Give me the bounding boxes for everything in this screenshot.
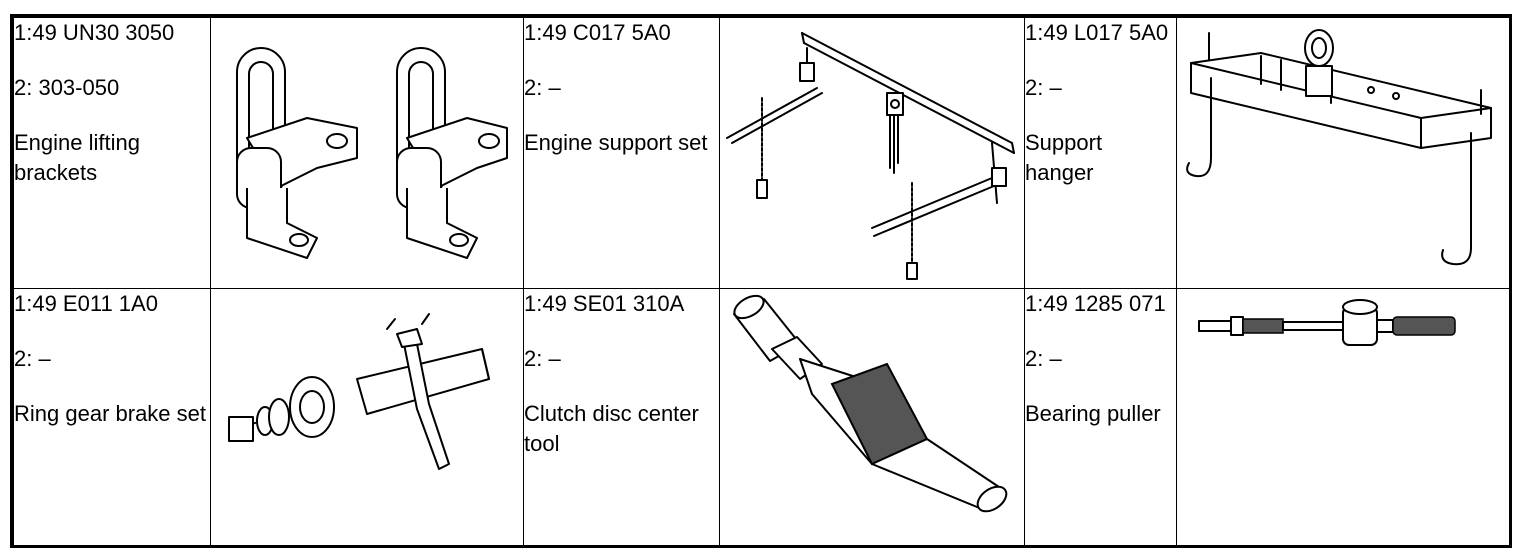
alt-part-number: 2: – — [524, 346, 561, 371]
tool-description: Engine support set — [524, 130, 708, 155]
tool-info-engine-support-set: 1:49 C017 5A0 2: – Engine support set — [523, 17, 720, 289]
tool-info-clutch-disc-center-tool: 1:49 SE01 310A 2: – Clutch disc center t… — [523, 288, 720, 546]
tool-description: Clutch disc center tool — [524, 401, 705, 456]
part-number: 1:49 SE01 310A — [524, 291, 685, 316]
tool-info-support-hanger: 1:49 L017 5A0 2: – Support hanger — [1024, 17, 1177, 289]
tool-illustration-cell — [210, 288, 524, 546]
part-number: 1:49 1285 071 — [1025, 291, 1166, 316]
tool-info-engine-lifting-brackets: 1:49 UN30 3050 2: 303-050 Engine lifting… — [13, 17, 211, 289]
tool-illustration-cell — [719, 17, 1025, 289]
tool-illustration-cell — [719, 288, 1025, 546]
table-row: 1:49 UN30 3050 2: 303-050 Engine lifting… — [13, 17, 1510, 289]
bearing-puller-icon — [1198, 299, 1456, 346]
tool-illustration-cell — [1176, 17, 1510, 289]
part-number: 1:49 UN30 3050 — [14, 20, 175, 45]
alt-part-number: 2: – — [14, 346, 51, 371]
tool-info-bearing-puller: 1:49 1285 071 2: – Bearing puller — [1024, 288, 1177, 546]
ring-gear-brake-set-icon — [228, 313, 490, 470]
tool-description: Support hanger — [1025, 130, 1109, 185]
tools-grid: 1:49 UN30 3050 2: 303-050 Engine lifting… — [13, 17, 1510, 546]
clutch-disc-center-tool-icon — [733, 294, 1008, 513]
tool-info-ring-gear-brake-set: 1:49 E011 1A0 2: – Ring gear brake set — [13, 288, 211, 546]
tool-illustration-cell — [210, 17, 524, 289]
alt-part-number: 2: – — [1025, 346, 1062, 371]
tool-illustration-cell — [1176, 288, 1510, 546]
engine-support-set-icon — [726, 32, 1015, 280]
part-number: 1:49 C017 5A0 — [524, 20, 671, 45]
alt-part-number: 2: 303-050 — [14, 75, 120, 100]
table-row: 1:49 E011 1A0 2: – Ring gear brake set 1 — [13, 288, 1510, 546]
tool-description: Bearing puller — [1025, 401, 1161, 426]
alt-part-number: 2: – — [524, 75, 561, 100]
part-number: 1:49 E011 1A0 — [14, 291, 158, 316]
special-tools-table: 1:49 UN30 3050 2: 303-050 Engine lifting… — [10, 14, 1512, 548]
alt-part-number: 2: – — [1025, 75, 1062, 100]
part-number: 1:49 L017 5A0 — [1025, 20, 1169, 45]
support-hanger-icon — [1185, 29, 1492, 266]
engine-lifting-brackets-icon — [236, 47, 508, 259]
tool-description: Ring gear brake set — [14, 401, 207, 426]
tool-description: Engine lifting brackets — [14, 130, 147, 185]
